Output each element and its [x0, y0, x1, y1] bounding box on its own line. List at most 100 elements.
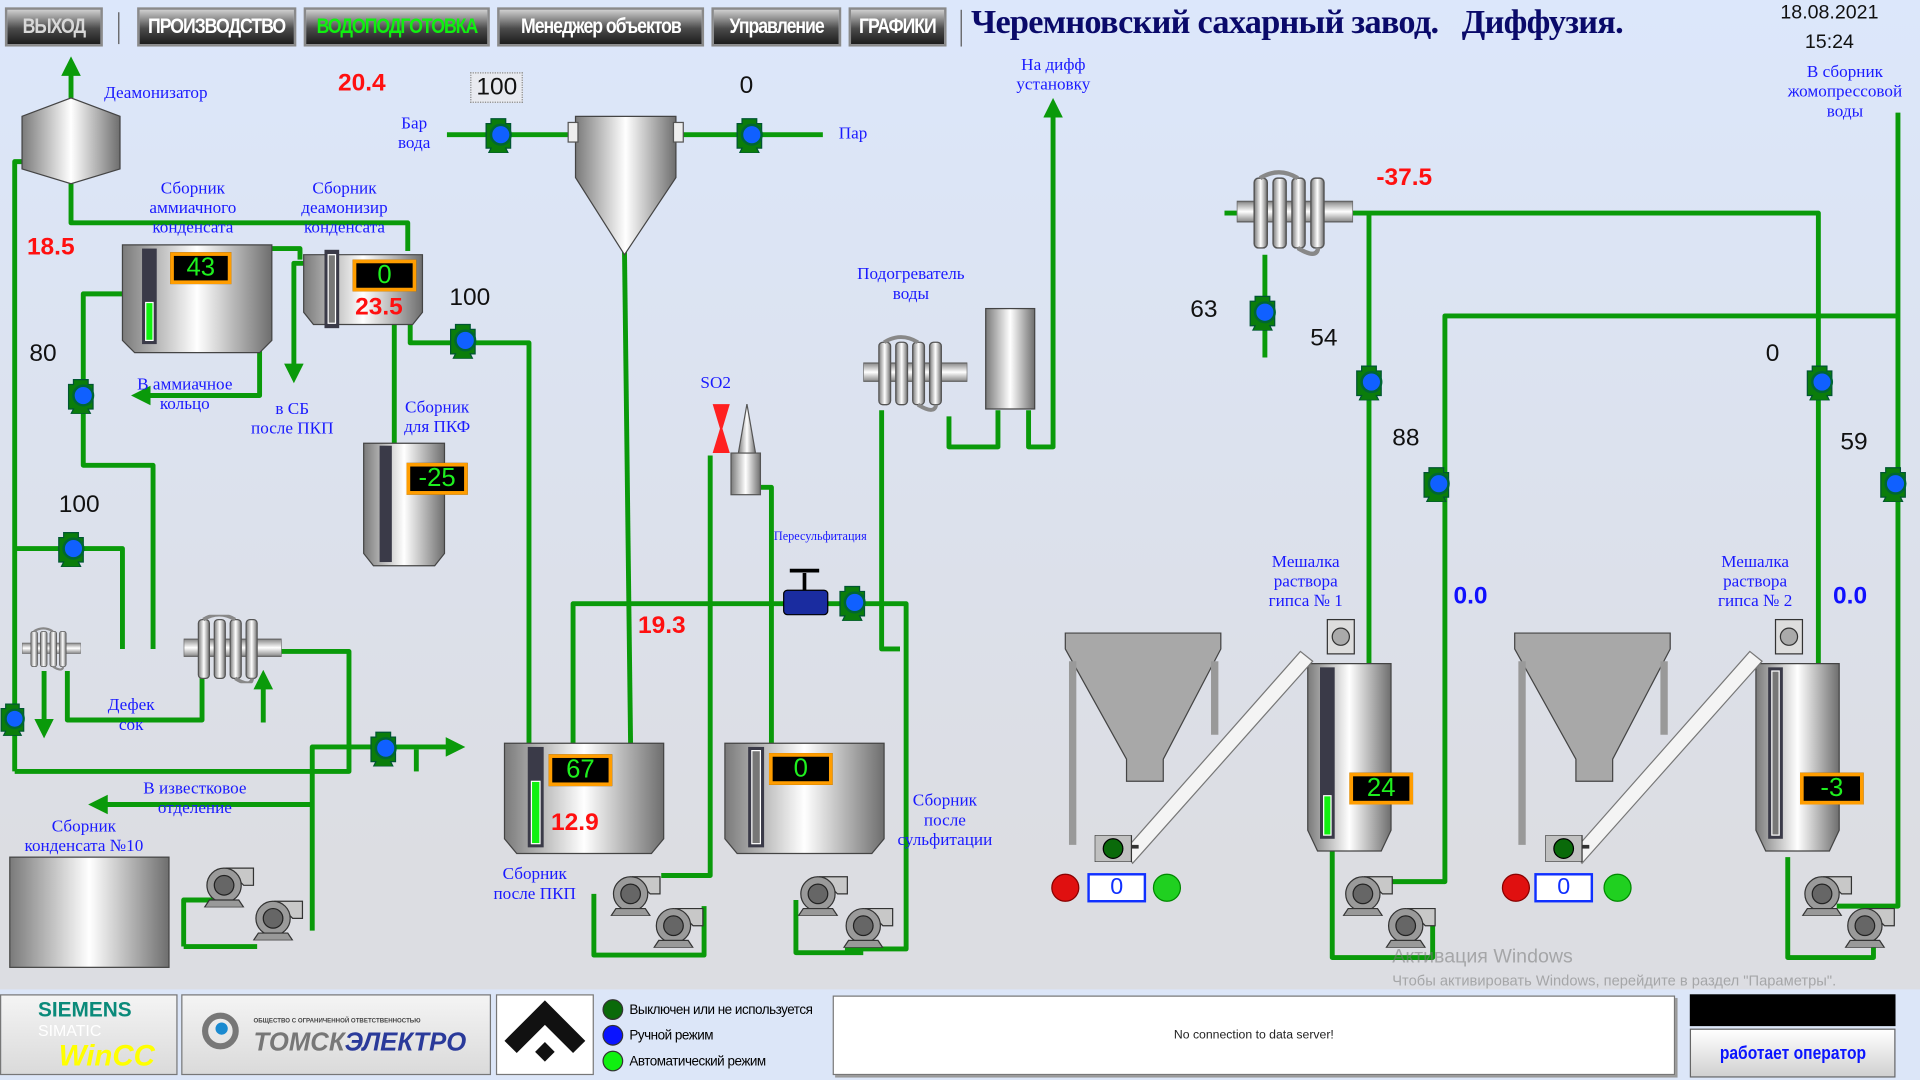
start-button-1[interactable]: [1152, 873, 1182, 902]
tomskelektro-logo: ОБЩЕСТВО С ОГРАНИЧЕННОЙ ОТВЕТСТВЕННОСТЬЮ…: [181, 994, 492, 1076]
pump-0[interactable]: [1806, 364, 1834, 401]
pump-defek[interactable]: [369, 731, 397, 767]
mixer-1: [1307, 618, 1392, 852]
level-ammonia: 43: [170, 252, 232, 285]
pump-steam[interactable]: [735, 117, 763, 154]
centrifugal-pump-10[interactable]: [1844, 907, 1895, 948]
label-so2: SO2: [700, 374, 731, 394]
legend-dot-manual: [602, 1024, 624, 1046]
deamonizer-tank: [21, 97, 121, 185]
temp-top: 20.4: [337, 69, 386, 97]
nav-water-treatment[interactable]: ВОДОПОДГОТОВКА: [303, 7, 490, 47]
centrifugal-pump-6[interactable]: [843, 907, 894, 948]
label-to-lime: В известковое отделение: [143, 780, 247, 818]
tomsk-subtitle: ОБЩЕСТВО С ОГРАНИЧЕННОЙ ОТВЕТСТВЕННОСТЬЮ: [253, 1017, 421, 1025]
centrifugal-pump-2[interactable]: [252, 900, 304, 941]
pump-left[interactable]: [57, 531, 85, 567]
tomsk-text-2: ЭЛЕКТРО: [344, 1028, 467, 1057]
label-to-diff: На дифф установку: [1016, 56, 1091, 95]
label-ammonia-collector: Сборник аммиачного конденсата: [149, 180, 237, 238]
label-after-sulf: Сборник после сульфитации: [897, 792, 993, 850]
pump-left-bottom[interactable]: [0, 702, 25, 736]
centrifugal-pump-3[interactable]: [610, 876, 661, 916]
legend-off: Выключен или не используется: [629, 1002, 813, 1017]
label-to-sb: в СБ после ПКП: [251, 400, 334, 439]
pump-59[interactable]: [1879, 466, 1907, 503]
centrifugal-pump-7[interactable]: [1342, 876, 1393, 916]
level-pkf: -25: [406, 462, 468, 495]
nav-object-manager[interactable]: Менеджер объектов: [497, 7, 705, 47]
deamon-pump-value: 100: [449, 284, 491, 312]
heat-exchanger-1: [22, 626, 81, 672]
label-pkf-collector: Сборник для ПКФ: [404, 399, 471, 438]
pump-88[interactable]: [1422, 466, 1450, 503]
exit-button[interactable]: ВЫХОД: [4, 7, 103, 47]
ammonia-pump-value: 80: [29, 340, 57, 368]
pump-resulf[interactable]: [838, 585, 866, 621]
nav-production[interactable]: ПРОИЗВОДСТВО: [137, 7, 297, 47]
conveyor1-input[interactable]: 0: [1087, 873, 1147, 903]
bar-water-setpoint[interactable]: 100: [470, 72, 524, 103]
hopper-2: [1514, 632, 1763, 865]
message-text: No connection to data server!: [1173, 1028, 1334, 1043]
operator-button[interactable]: работает оператор: [1689, 1028, 1896, 1078]
company-logo: [495, 994, 594, 1076]
water-heater-exchanger: [863, 337, 967, 410]
time: 15:24: [1804, 31, 1854, 53]
diamond-logo-icon: [504, 1000, 586, 1062]
right-heat-exchanger: [1237, 172, 1353, 253]
valve-resulfitation[interactable]: [783, 568, 829, 616]
conveyor2-input[interactable]: 0: [1534, 873, 1594, 903]
condensate-10-tank: [9, 856, 170, 968]
label-to-press-water: В сборник жомопрессовой воды: [1787, 63, 1903, 122]
label-after-pkp: Сборник после ПКП: [493, 865, 576, 904]
pump-63[interactable]: [1248, 295, 1276, 331]
label-mixer-1: Мешалка раствора гипса № 1: [1268, 553, 1343, 612]
level-mixer1: 24: [1349, 772, 1414, 805]
hopper-1: [1064, 632, 1314, 865]
tomsk-text-1: ТОМСК: [253, 1028, 345, 1057]
after-sulfitation-tank: [724, 742, 885, 855]
level-mixer2: -3: [1800, 772, 1864, 805]
watermark-text: Чтобы активировать Windows, перейдите в …: [1392, 972, 1837, 990]
label-deamon-collector: Сборник деамонизир конденсата: [301, 180, 388, 238]
siemens-text: SIEMENS: [37, 997, 132, 1022]
start-button-2[interactable]: [1603, 873, 1632, 902]
message-box: No connection to data server!: [832, 995, 1676, 1076]
pump-deamon[interactable]: [449, 323, 477, 359]
label-mixer-2: Мешалка раствора гипса № 2: [1717, 553, 1793, 612]
label-water-heater: Подогреватель воды: [857, 265, 965, 304]
steam-value: 0: [739, 72, 754, 100]
pump-54[interactable]: [1355, 364, 1383, 401]
label-defek-juice: Дефек сок: [107, 696, 155, 735]
heater-tank: [985, 307, 1036, 410]
mixer-2: [1755, 618, 1840, 852]
level-after-sulf: 0: [768, 753, 833, 785]
after-pkp-tank: [503, 742, 665, 855]
label-steam: Пар: [838, 124, 868, 144]
left-pump-value: 100: [58, 491, 100, 518]
centrifugal-pump-4[interactable]: [653, 907, 704, 948]
stop-button-1[interactable]: [1051, 873, 1080, 902]
mixer1-flow: 0.0: [1453, 582, 1488, 610]
siemens-wincc-logo: SIEMENS SIMATIC WinCC: [0, 994, 178, 1076]
level-deamon: 0: [352, 259, 417, 292]
legend-auto: Автоматический режим: [629, 1053, 766, 1069]
nav-control[interactable]: Управление: [711, 7, 842, 47]
so2-injector: [712, 403, 762, 496]
centrifugal-pump-5[interactable]: [797, 876, 848, 916]
pump-bar-water[interactable]: [484, 117, 512, 154]
centrifugal-pump-1[interactable]: [203, 867, 255, 908]
centrifugal-pump-8[interactable]: [1385, 907, 1436, 948]
centrifugal-pump-9[interactable]: [1801, 876, 1853, 916]
label-deamonizer: Деамонизатор: [104, 84, 208, 103]
legend: Выключен или не используется Ручной режи…: [602, 999, 822, 1075]
pkf-collector-tank: [363, 442, 446, 567]
legend-dot-auto: [602, 1050, 624, 1072]
nav-charts[interactable]: ГРАФИКИ: [848, 7, 947, 47]
pump-ammonia[interactable]: [67, 378, 95, 414]
tomsk-logo-icon: [202, 1012, 239, 1050]
stop-button-2[interactable]: [1501, 873, 1531, 902]
